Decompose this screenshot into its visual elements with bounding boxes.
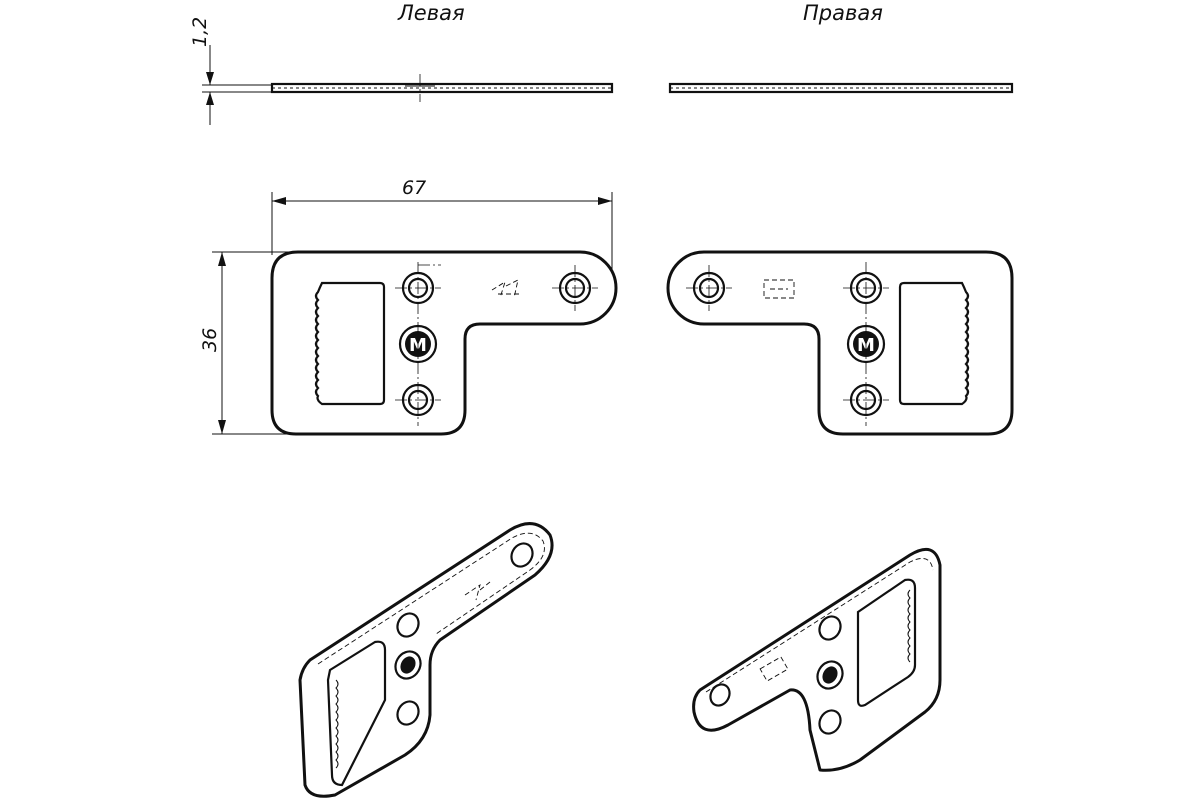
- right-plate-top-view: M: [666, 250, 1014, 436]
- left-edge-view: [270, 74, 614, 102]
- width-value: 67: [402, 177, 426, 199]
- right-plate-isometric: [692, 547, 942, 772]
- left-plate-isometric: [298, 522, 554, 798]
- thickness-dimension: 1,2: [189, 17, 272, 125]
- height-value: 36: [199, 328, 221, 352]
- left-plate-top-view: M: [270, 250, 618, 436]
- height-dimension: 36: [199, 251, 300, 435]
- left-view-label: Левая: [397, 1, 465, 25]
- width-dimension: 67: [271, 177, 613, 270]
- thickness-value: 1,2: [189, 17, 211, 47]
- right-view-label: Правая: [803, 1, 883, 25]
- right-edge-view: [668, 82, 1014, 94]
